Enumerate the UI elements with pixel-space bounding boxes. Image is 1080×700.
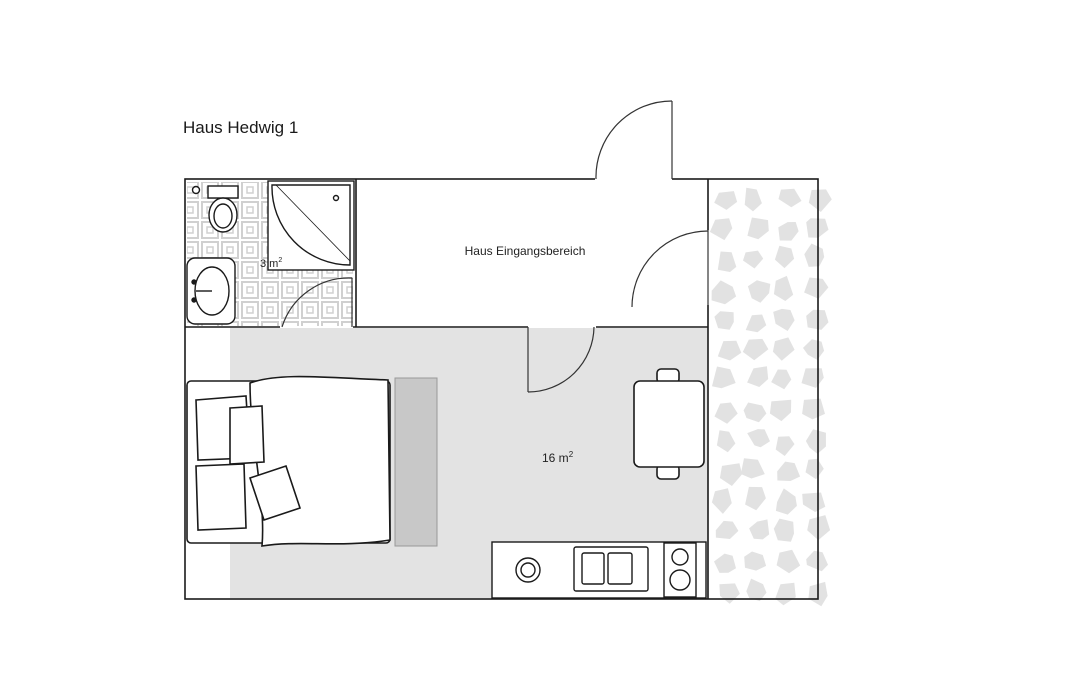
- paving-stone: [778, 188, 802, 208]
- paving-stone: [717, 251, 737, 272]
- main-room-area-label: 16 m2: [542, 450, 574, 465]
- paving-stone: [778, 222, 799, 241]
- paving-stone: [804, 277, 829, 299]
- paving-stone: [745, 486, 766, 511]
- kitchenette: [491, 541, 707, 599]
- paving-stone: [747, 280, 771, 303]
- paving-stone: [772, 337, 795, 361]
- plan-title: Haus Hedwig 1: [183, 118, 299, 137]
- paving-stone: [709, 218, 733, 241]
- paving-stone: [711, 280, 737, 305]
- terrace-door[interactable]: [631, 230, 709, 308]
- bathroom-door[interactable]: [281, 277, 353, 328]
- toilet: [191, 185, 239, 233]
- paving-stone: [805, 458, 824, 480]
- paving-stone: [712, 366, 736, 389]
- dining-table: [633, 368, 705, 480]
- paving-stone: [717, 340, 742, 361]
- bedside-rug: [394, 377, 438, 547]
- entrance-label: Haus Eingangsbereich: [465, 244, 586, 258]
- paving-stone: [774, 245, 795, 269]
- paving-stone: [719, 463, 743, 486]
- paving-stone: [775, 488, 797, 515]
- room-door[interactable]: [527, 326, 595, 393]
- paving-stone: [745, 314, 767, 333]
- paving-stone: [742, 338, 769, 361]
- paving-stone: [714, 311, 734, 330]
- paving-stone: [744, 187, 762, 212]
- paving-stone: [805, 429, 826, 454]
- paving-stone: [744, 551, 767, 571]
- paving-stone: [746, 578, 767, 602]
- paving-stone: [802, 398, 825, 420]
- paving-stone: [715, 520, 739, 539]
- paving-stone: [773, 518, 794, 542]
- washbasin: [186, 257, 236, 325]
- paving-stone: [776, 549, 801, 574]
- paving-stone: [711, 488, 732, 514]
- paving-stone: [802, 492, 826, 512]
- paving-stone: [747, 429, 770, 448]
- paving-stone: [714, 191, 738, 210]
- shower: [267, 180, 355, 271]
- paving-stone: [777, 461, 801, 481]
- paving-stone: [803, 339, 825, 360]
- bed: [186, 375, 391, 547]
- paving-stone: [747, 217, 769, 240]
- paving-stone: [716, 430, 736, 453]
- paving-stone: [714, 402, 738, 424]
- paving-stone: [740, 458, 765, 479]
- paving-stone: [804, 243, 825, 267]
- paving-stone: [773, 275, 794, 301]
- entrance-door[interactable]: [595, 100, 673, 180]
- paving-stone: [773, 308, 795, 331]
- paving-stone: [808, 189, 832, 212]
- stone-terrace: [708, 180, 832, 607]
- paving-stone: [749, 519, 770, 540]
- paving-stone: [743, 402, 767, 423]
- walls: [184, 177, 819, 600]
- paving-stone: [743, 250, 764, 269]
- paving-stone: [714, 553, 736, 573]
- paving-stone: [747, 366, 769, 387]
- paving-stone: [769, 399, 792, 422]
- paving-stone: [775, 436, 795, 456]
- paving-stone: [806, 550, 828, 572]
- paving-stone: [771, 369, 792, 390]
- bathroom-area-label: 3 m2: [260, 257, 282, 270]
